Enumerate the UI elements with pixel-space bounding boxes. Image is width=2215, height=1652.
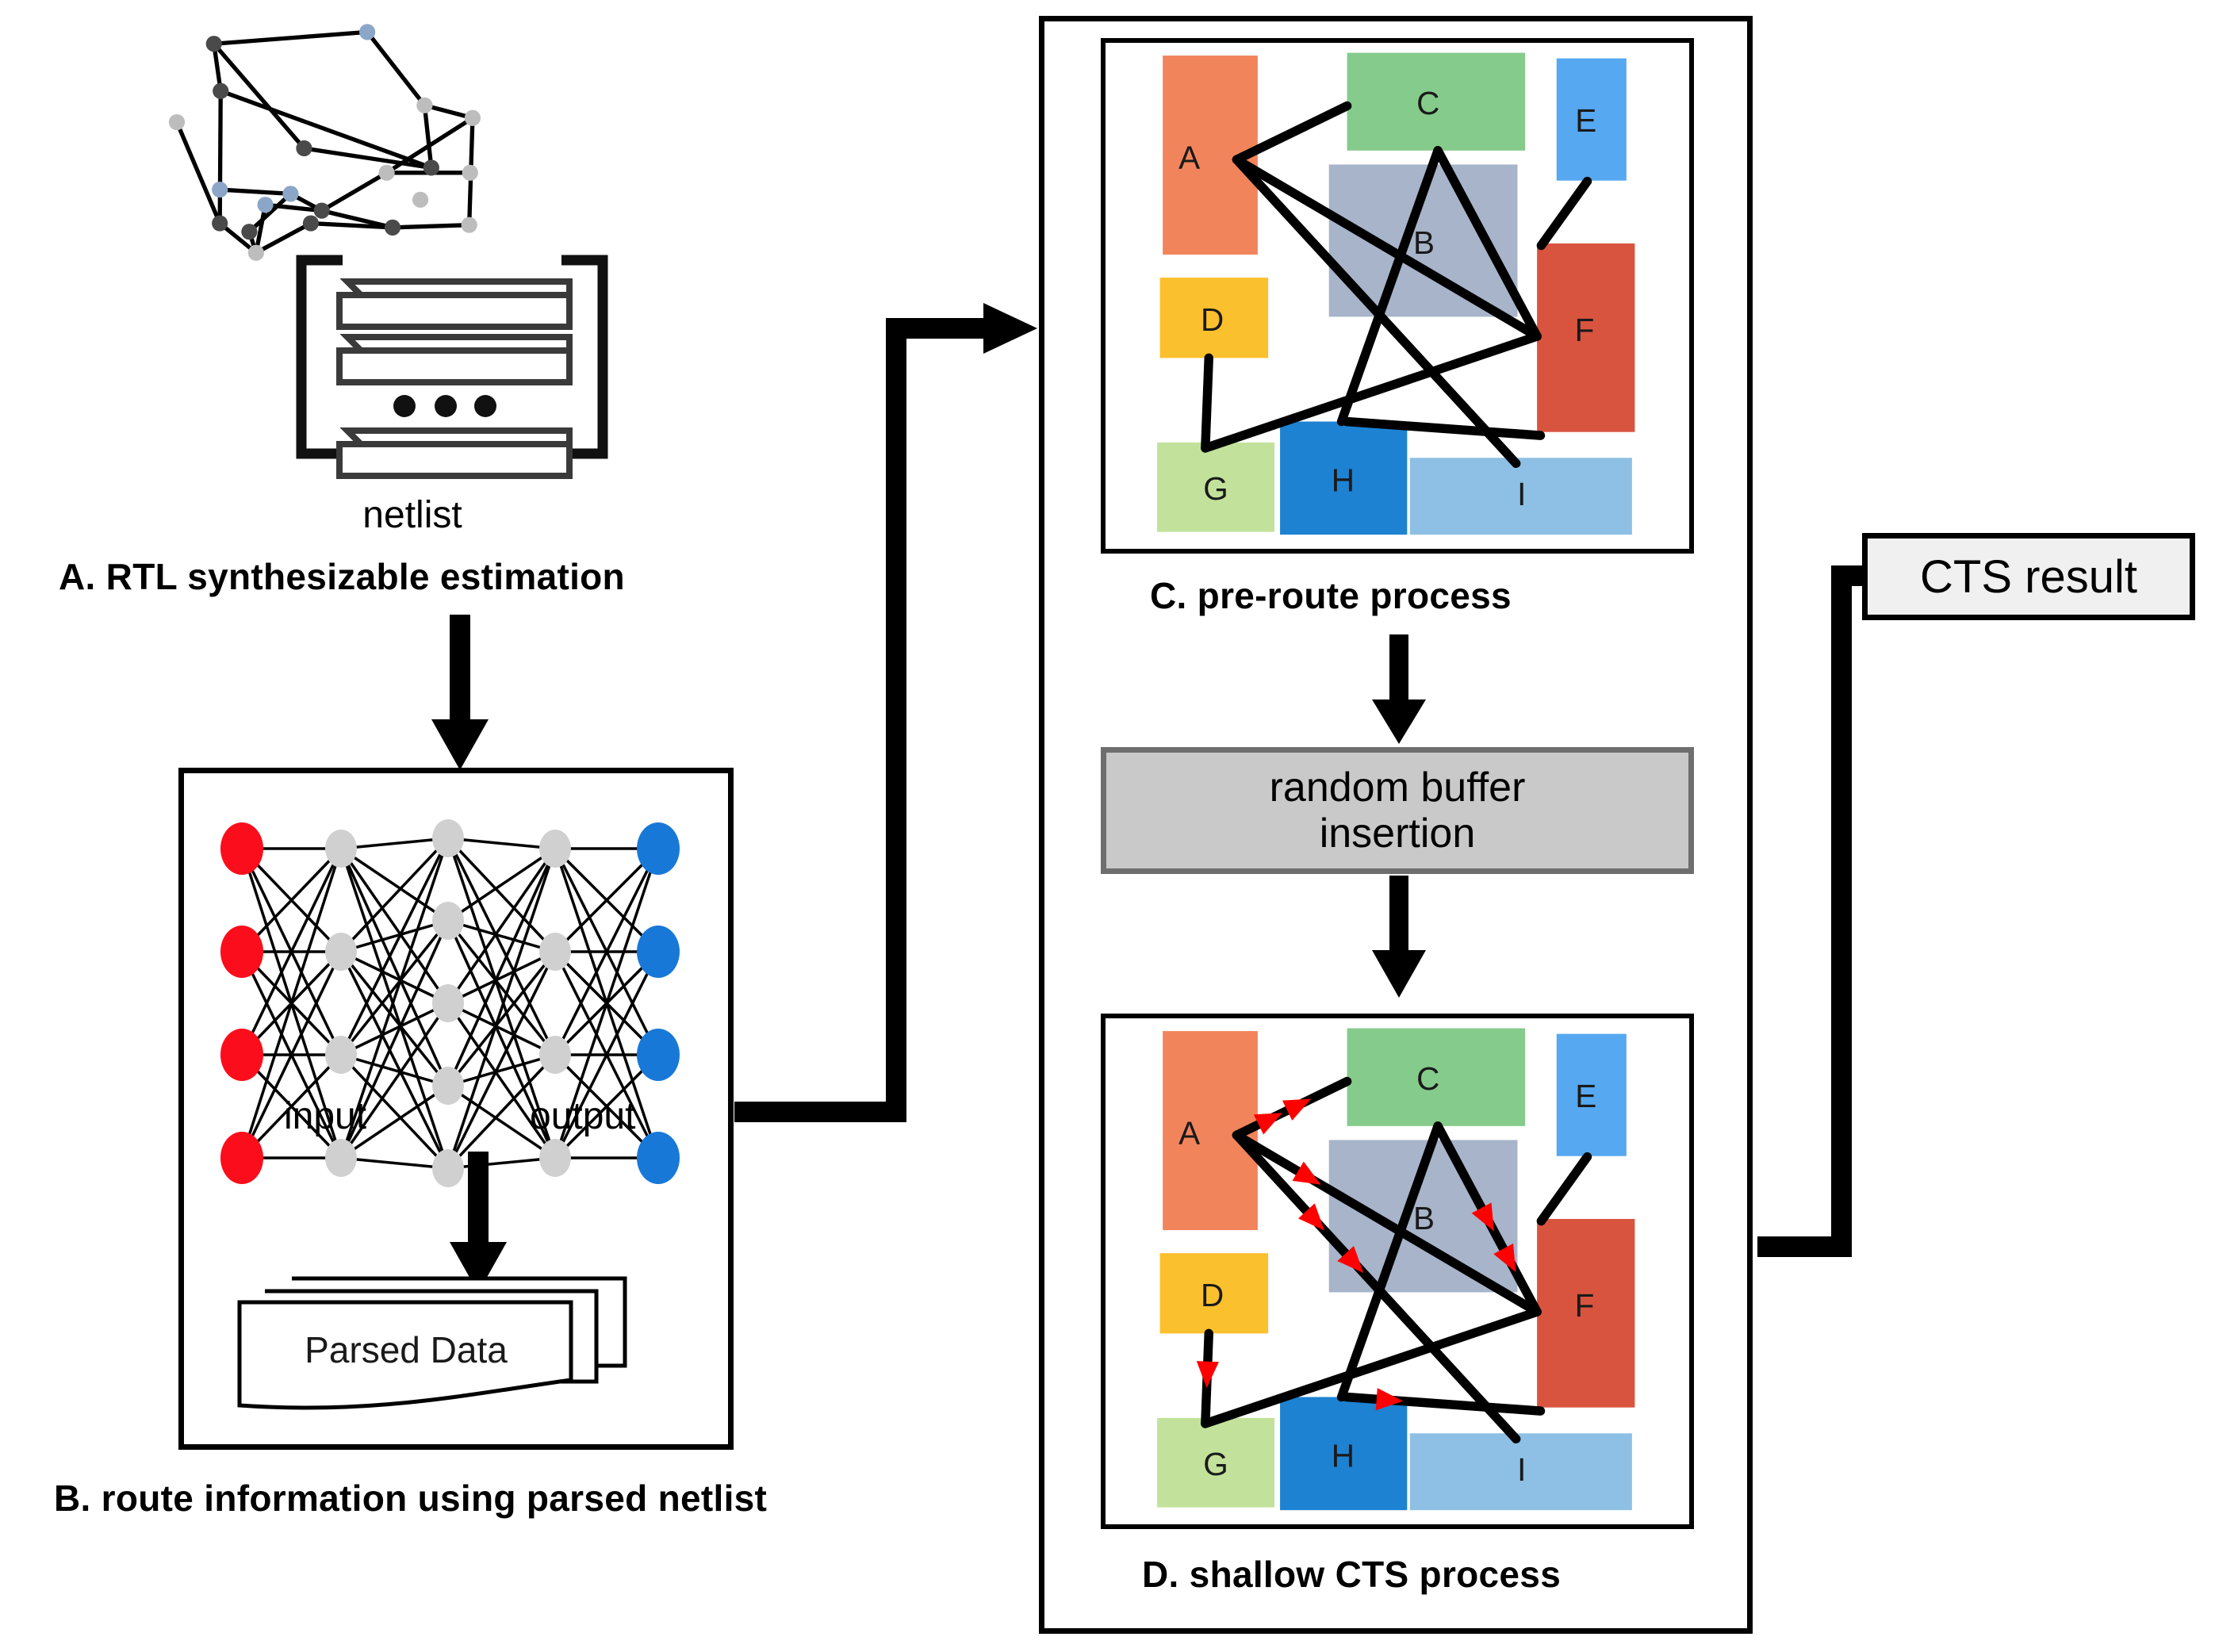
buffer-arrow-marker — [1282, 1098, 1312, 1121]
buffer-box-line1: random buffer — [1269, 764, 1526, 811]
cts-result-box: CTS result — [1862, 533, 2195, 620]
parsed-data-text: Parsed Data — [305, 1329, 508, 1370]
block-label-H: H — [1332, 1438, 1355, 1474]
nn-input-label: input — [284, 1095, 367, 1137]
panel-d-floorplan: A C E B D F G H I — [1157, 1028, 1635, 1511]
neural-network-diagram — [220, 819, 680, 1187]
arrow-nn-to-parsed-data — [450, 1152, 507, 1293]
connector-d-to-cts-result — [1757, 550, 1962, 1257]
buffer-arrow-marker — [1292, 1161, 1321, 1185]
buffer-arrow-marker — [1253, 1113, 1283, 1135]
nn-output-label: output — [530, 1095, 636, 1137]
block-label-D: D — [1201, 1277, 1224, 1313]
panel-d-caption: D. shallow CTS process — [1142, 1554, 1562, 1595]
netlist-label: netlist — [362, 494, 462, 536]
buffer-arrow-marker — [1471, 1202, 1494, 1232]
buffer-arrow-marker — [1375, 1388, 1404, 1411]
block-label-H: H — [1332, 462, 1355, 499]
block-label-G: G — [1203, 470, 1228, 507]
panel-c-caption: C. pre-route process — [1150, 575, 1512, 616]
block-label-E: E — [1575, 102, 1596, 139]
buffer-arrow-marker — [1297, 1203, 1325, 1231]
panel-c-floorplan: A C E B D F G H I — [1157, 52, 1635, 535]
block-label-A: A — [1178, 140, 1200, 176]
arrow-a-to-b — [431, 615, 489, 770]
panel-b-caption: B. route information using parsed netlis… — [54, 1478, 768, 1519]
random-buffer-insertion-box: random buffer insertion — [1101, 747, 1694, 874]
block-label-C: C — [1416, 85, 1439, 121]
block-label-F: F — [1575, 312, 1595, 348]
cts-result-label: CTS result — [1920, 550, 2137, 603]
buffer-arrow-marker — [1337, 1245, 1364, 1274]
netlist-graph — [168, 24, 481, 261]
block-label-A: A — [1178, 1115, 1200, 1152]
block-label-G: G — [1203, 1446, 1228, 1482]
block-label-E: E — [1575, 1078, 1596, 1114]
buffer-arrow-marker — [1493, 1243, 1516, 1273]
block-label-F: F — [1575, 1287, 1595, 1324]
panel-a-caption: A. RTL synthesizable estimation — [59, 556, 625, 597]
connector-b-to-c — [734, 303, 1037, 1122]
arrow-c-to-buffer — [1372, 634, 1426, 744]
panel-a-rtl-estimation: netlist A. RTL synthesizable estimation — [0, 0, 825, 603]
arrow-buffer-to-d — [1372, 876, 1426, 998]
buffer-arrow-marker — [1196, 1361, 1219, 1389]
parsed-data-stack-icon: Parsed Data — [237, 1276, 627, 1410]
netlist-stack-icon — [296, 255, 608, 479]
block-label-B: B — [1413, 224, 1435, 261]
block-label-C: C — [1416, 1060, 1439, 1097]
block-label-B: B — [1413, 1200, 1435, 1236]
block-label-I: I — [1517, 1451, 1526, 1488]
block-label-D: D — [1201, 301, 1224, 338]
block-label-I: I — [1517, 476, 1526, 512]
buffer-box-line2: insertion — [1319, 811, 1476, 857]
